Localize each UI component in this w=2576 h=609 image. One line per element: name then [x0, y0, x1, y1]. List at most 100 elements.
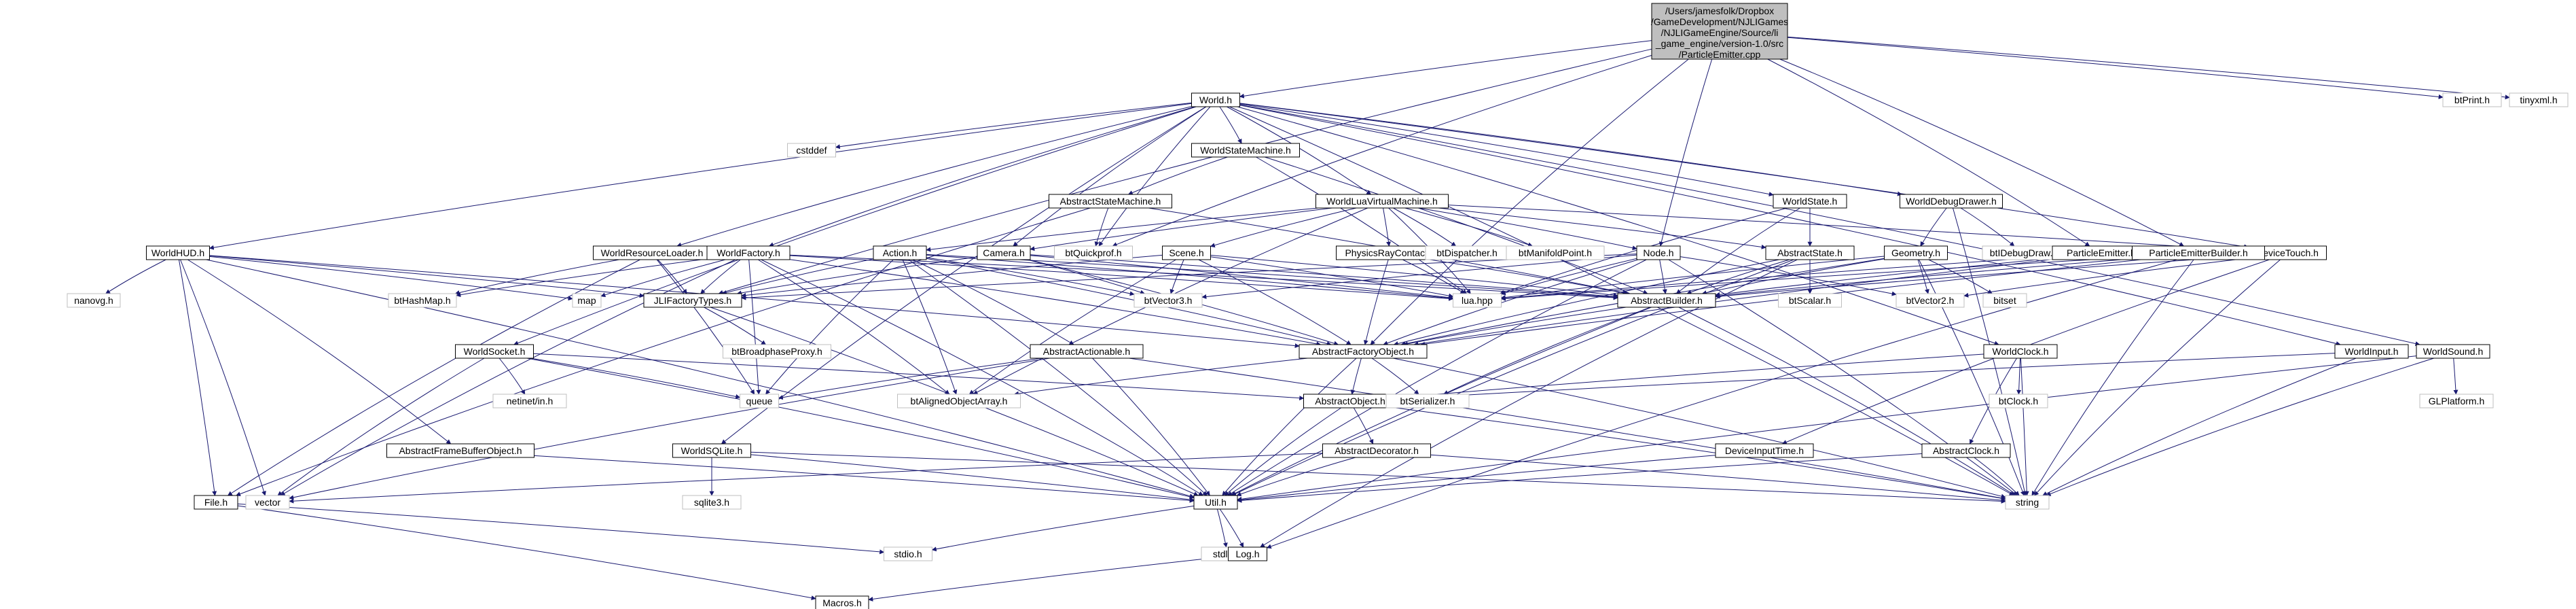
- node-abstractobject[interactable]: AbstractObject.h: [1303, 394, 1397, 408]
- node-label: DeviceTouch.h: [2256, 247, 2319, 258]
- node-scene[interactable]: Scene.h: [1162, 245, 1211, 260]
- node-box: [2334, 344, 2409, 359]
- node-label: WorldResourceLoader.h: [601, 247, 704, 258]
- node-worldfactory[interactable]: WorldFactory.h: [706, 245, 791, 260]
- edge-worldclock-to-btclock: [2016, 358, 2022, 395]
- edge-abstractclock-to-string: [1974, 457, 2020, 496]
- node-box: [572, 293, 602, 308]
- node-camera[interactable]: Camera.h: [977, 245, 1031, 260]
- node-box: [1895, 293, 1965, 308]
- edge-worldluavm-to-node: [1418, 207, 1637, 251]
- edge-worldclock-to-abstractobject: [1396, 353, 1984, 400]
- node-world-h[interactable]: World.h: [1191, 92, 1240, 107]
- node-action[interactable]: Action.h: [873, 245, 927, 260]
- edge-abstractactionable-to-queue: [778, 358, 1042, 400]
- node-macros[interactable]: Macros.h: [815, 595, 869, 609]
- node-worldsound[interactable]: WorldSound.h: [2416, 344, 2490, 359]
- node-bitset: bitset: [1982, 293, 2027, 308]
- root-node[interactable]: /Users/jamesfolk/Dropbox /GameDevelopmen…: [1651, 3, 1788, 60]
- node-box: [1982, 293, 2027, 308]
- node-label: vector: [255, 497, 280, 508]
- node-box: [1191, 92, 1240, 107]
- edge-world_h-to-worldstatemachine: [1219, 106, 1242, 144]
- edge-worldresourceloader-to-jlifactorytypes: [657, 259, 687, 294]
- node-box: [1385, 394, 1470, 408]
- node-jlifactorytypes[interactable]: JLIFactoryTypes.h: [643, 293, 742, 308]
- node-abstractclock[interactable]: AbstractClock.h: [1921, 443, 2011, 458]
- edge-abstractclock-to-util: [1237, 453, 1923, 503]
- edge-world_h-to-worldluavm: [1227, 106, 1372, 195]
- node-label: nanovg.h: [74, 295, 113, 306]
- node-box: [1715, 443, 1814, 458]
- edge-abstractfactoryobject-to-btserializer: [1371, 358, 1419, 395]
- node-util[interactable]: Util.h: [1193, 495, 1238, 510]
- node-string: string: [2005, 495, 2050, 510]
- node-box: [873, 245, 927, 260]
- node-box: [682, 495, 742, 510]
- node-log[interactable]: Log.h: [1228, 546, 1267, 561]
- edge-action-to-btalignedobjectarray: [902, 259, 958, 395]
- node-particleemitterbuilder[interactable]: ParticleEmitterBuilder.h: [2132, 245, 2265, 260]
- node-box: [1453, 293, 1502, 308]
- edge-camera-to-abstractbuilder: [1030, 254, 1618, 299]
- node-abstractbuilder[interactable]: AbstractBuilder.h: [1617, 293, 1716, 308]
- edge-node-to-jlifactorytypes: [741, 254, 1637, 300]
- node-worldluavm[interactable]: WorldLuaVirtualMachine.h: [1316, 194, 1449, 209]
- edge-worldfactory-to-bthashmap: [456, 258, 708, 298]
- node-label: lua.hpp: [1462, 295, 1493, 306]
- node-label: AbstractFrameBufferObject.h: [399, 445, 522, 456]
- edge-worldsqlite-to-string: [750, 451, 2006, 504]
- node-deviceinputtime[interactable]: DeviceInputTime.h: [1715, 443, 1814, 458]
- node-abstractdecorator[interactable]: AbstractDecorator.h: [1322, 443, 1431, 458]
- node-particleemitter[interactable]: ParticleEmitter.h: [2052, 245, 2151, 260]
- edge-worldsocket-to-util: [526, 358, 1195, 500]
- node-btvector3: btVector3.h: [1133, 293, 1203, 308]
- node-label: ParticleEmitter.h: [2067, 247, 2136, 258]
- node-abstractactionable[interactable]: AbstractActionable.h: [1030, 344, 1144, 359]
- edge-abstractobject-to-string: [1395, 407, 2006, 501]
- node-label: Geometry.h: [1891, 247, 1940, 258]
- node-worldhud[interactable]: WorldHUD.h: [146, 245, 210, 260]
- node-worldresourceloader[interactable]: WorldResourceLoader.h: [593, 245, 711, 260]
- node-worldstate[interactable]: WorldState.h: [1773, 194, 1847, 209]
- node-node[interactable]: Node.h: [1636, 245, 1681, 260]
- node-worldsqlite[interactable]: WorldSQLite.h: [672, 443, 751, 458]
- edge-particleemitter-to-abstractbuilder: [1715, 258, 2053, 297]
- node-label: WorldClock.h: [1993, 346, 2049, 357]
- node-abstractfactoryobject[interactable]: AbstractFactoryObject.h: [1299, 344, 1428, 359]
- edge-world_h-to-worldsound: [1239, 104, 2420, 346]
- node-label: Action.h: [883, 247, 918, 258]
- edge-abstractbuilder-to-btserializer: [1443, 307, 1651, 395]
- node-physicsraycontact[interactable]: PhysicsRayContact.h: [1336, 245, 1445, 260]
- root-label-line: /NJLIGameEngine/Source/li: [1661, 27, 1779, 38]
- node-box: [1921, 443, 2011, 458]
- edge-util-to-stdlib: [1216, 508, 1228, 548]
- node-abstractstate[interactable]: AbstractState.h: [1765, 245, 1855, 260]
- node-worldinput[interactable]: WorldInput.h: [2334, 344, 2409, 359]
- node-file-h[interactable]: File.h: [194, 495, 238, 510]
- edge-action-to-btvector3: [926, 257, 1135, 296]
- node-devicetouch[interactable]: DeviceTouch.h: [2248, 245, 2327, 260]
- node-box: [977, 245, 1031, 260]
- edge-camera-to-btvector3: [1027, 259, 1146, 295]
- edge-abstractfactoryobject-to-util: [1222, 358, 1357, 496]
- node-label: bitset: [1993, 295, 2016, 306]
- nodes-layer: /Users/jamesfolk/Dropbox /GameDevelopmen…: [67, 3, 2569, 609]
- edge-root-to-particleemitter: [1767, 58, 2090, 247]
- edge-action-to-queue: [765, 259, 894, 395]
- node-geometry[interactable]: Geometry.h: [1884, 245, 1948, 260]
- node-worldstatemachine[interactable]: WorldStateMachine.h: [1191, 143, 1300, 158]
- node-worldsocket[interactable]: WorldSocket.h: [455, 344, 534, 359]
- node-abstractstatemachine[interactable]: AbstractStateMachine.h: [1049, 194, 1172, 209]
- edge-abstractstatemachine-to-btquickprof: [1094, 207, 1109, 247]
- node-btserializer: btSerializer.h: [1385, 394, 1470, 408]
- node-worlddebugdrawer[interactable]: WorldDebugDrawer.h: [1900, 194, 2003, 209]
- edge-abstractactionable-to-string: [1129, 358, 2006, 501]
- node-worldclock[interactable]: WorldClock.h: [1983, 344, 2058, 359]
- edge-abstractdecorator-to-string: [1430, 454, 2006, 503]
- node-btquickprof: btQuickprof.h: [1054, 245, 1133, 260]
- node-label: AbstractObject.h: [1315, 396, 1385, 406]
- node-label: DeviceInputTime.h: [1725, 445, 1804, 456]
- edge-action-to-abstractbuilder: [926, 254, 1618, 300]
- node-abstractframebufferobject[interactable]: AbstractFrameBufferObject.h: [386, 443, 534, 458]
